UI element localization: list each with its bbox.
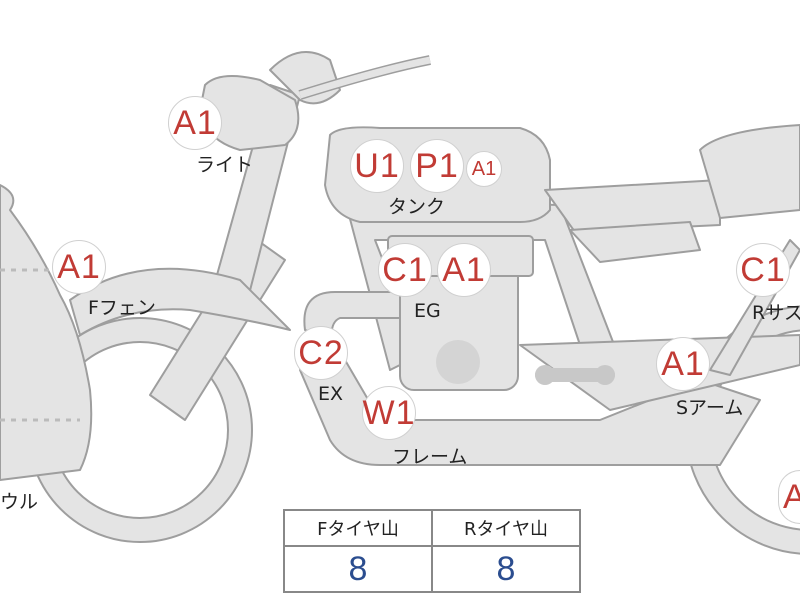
label-frame: フレーム bbox=[392, 446, 468, 468]
label-light: ライト bbox=[196, 154, 254, 176]
badge-exhaust-c2: C2 bbox=[294, 326, 348, 380]
label-swingarm: Sアーム bbox=[676, 397, 744, 419]
badge-tank-p1: P1 bbox=[410, 139, 464, 193]
tire-tread-table: Fタイヤ山 Rタイヤ山 8 8 bbox=[283, 509, 581, 593]
front-fender bbox=[69, 267, 291, 336]
badge-fender-a1: A1 bbox=[52, 240, 106, 294]
badge-rear-right-a: A bbox=[778, 470, 800, 524]
badge-engine-a1: A1 bbox=[437, 243, 491, 297]
front-tire-value: 8 bbox=[348, 549, 368, 588]
badge-tank-a1: A1 bbox=[466, 151, 502, 187]
rear-tire-value: 8 bbox=[431, 547, 579, 591]
label-engine: EG bbox=[414, 300, 441, 322]
label-fender: Fフェン bbox=[88, 297, 156, 319]
badge-rear-suspension-c1: C1 bbox=[736, 243, 790, 297]
front-tire-header: Fタイヤ山 bbox=[317, 519, 399, 540]
tire-table-header-row: Fタイヤ山 Rタイヤ山 bbox=[285, 511, 579, 547]
badge-engine-c1: C1 bbox=[378, 243, 432, 297]
badge-tank-u1: U1 bbox=[350, 139, 404, 193]
label-tank: タンク bbox=[388, 196, 446, 218]
cowl bbox=[0, 184, 93, 481]
label-rear-suspension: Rサス bbox=[752, 302, 800, 324]
frame bbox=[299, 359, 761, 466]
badge-swingarm-a1: A1 bbox=[656, 337, 710, 391]
badge-light-a1: A1 bbox=[168, 96, 222, 150]
tire-table-value-row: 8 8 bbox=[285, 547, 579, 591]
rear-tire-header: Rタイヤ山 bbox=[431, 511, 579, 545]
badge-frame-w1: W1 bbox=[362, 386, 416, 440]
seat bbox=[544, 179, 721, 233]
label-exhaust: EX bbox=[318, 383, 344, 405]
label-cowl: ウル bbox=[0, 491, 39, 513]
